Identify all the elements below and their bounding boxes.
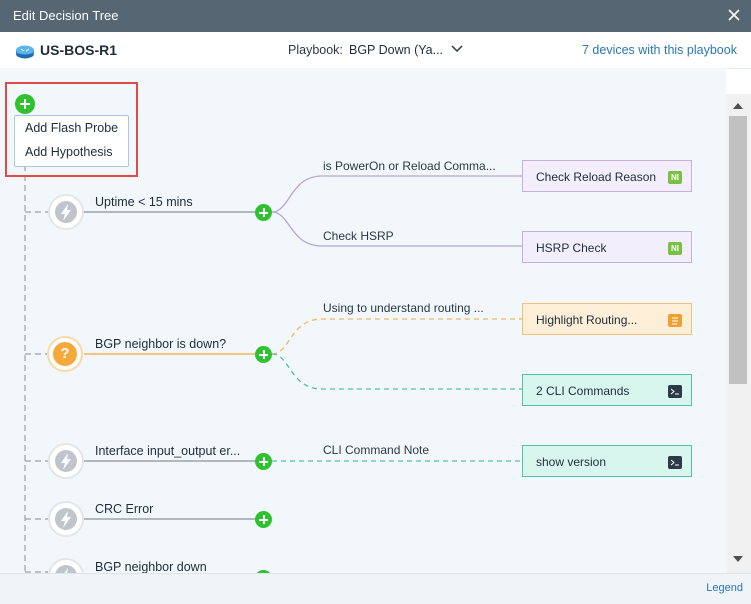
scroll-up-arrow[interactable]: [733, 103, 743, 109]
scrollbar-thumb[interactable]: [729, 116, 747, 384]
flash-probe-node[interactable]: [48, 443, 84, 479]
add-node-popup-menu: Add Flash Probe Add Hypothesis: [14, 115, 129, 167]
add-branch-button[interactable]: [255, 346, 272, 363]
devices-with-playbook-link[interactable]: 7 devices with this playbook: [582, 43, 737, 57]
node-label: Uptime < 15 mins: [95, 195, 193, 209]
action-card-show-version[interactable]: show version: [522, 445, 692, 477]
highlight-box: [5, 82, 138, 177]
lightning-icon: [64, 568, 68, 573]
edge-label: is PowerOn or Reload Comma...: [323, 159, 496, 173]
terminal-icon: [668, 385, 682, 398]
node-label: BGP neighbor down: [95, 560, 207, 573]
terminal-icon: [668, 456, 682, 469]
question-icon: ?: [60, 345, 70, 362]
dialog-title: Edit Decision Tree: [13, 8, 119, 23]
lightning-icon: [61, 204, 71, 221]
action-card-highlight-routing[interactable]: Highlight Routing...: [522, 303, 692, 335]
action-card-label: Highlight Routing...: [536, 313, 638, 327]
decision-tree-canvas: Uptime < 15 mins ? BGP neighbor is down?…: [0, 68, 726, 573]
edge-label: Check HSRP: [323, 229, 394, 243]
add-branch-button[interactable]: [255, 204, 272, 221]
playbook-label: Playbook:: [288, 43, 343, 57]
add-node-button[interactable]: [15, 94, 35, 114]
add-branch-button[interactable]: [255, 453, 272, 470]
node-label: CRC Error: [95, 502, 154, 516]
note-icon: [668, 314, 682, 327]
ni-badge: NI: [668, 242, 682, 255]
router-icon: [16, 45, 34, 59]
chevron-down-icon[interactable]: [451, 45, 463, 53]
close-icon[interactable]: [726, 7, 742, 23]
flash-probe-node[interactable]: [48, 194, 84, 230]
action-card-2-cli-commands[interactable]: 2 CLI Commands: [522, 374, 692, 406]
dialog-footer: Legend: [0, 573, 751, 604]
lightning-icon: [61, 453, 71, 470]
lightning-icon: [61, 511, 71, 528]
menu-item-add-flash-probe[interactable]: Add Flash Probe: [25, 121, 119, 135]
add-branch-button[interactable]: [255, 570, 272, 573]
action-card-label: show version: [536, 455, 607, 469]
action-card-hsrp-check[interactable]: HSRP Check NI: [522, 231, 692, 263]
edge-label: Using to understand routing ...: [323, 301, 484, 315]
hypothesis-node[interactable]: ?: [47, 336, 83, 372]
ni-badge: NI: [668, 171, 682, 184]
playbook-select[interactable]: BGP Down (Ya...: [349, 43, 444, 57]
flash-probe-node[interactable]: [48, 501, 84, 537]
node-label: BGP neighbor is down?: [95, 337, 227, 351]
vertical-scrollbar[interactable]: [726, 94, 751, 573]
legend-link[interactable]: Legend: [706, 582, 743, 594]
dialog-title-bar: Edit Decision Tree: [0, 0, 751, 32]
action-card-label: 2 CLI Commands: [536, 384, 630, 398]
edge-label: CLI Command Note: [323, 443, 430, 457]
action-card-label: Check Reload Reason: [536, 170, 657, 184]
node-label: Interface input_output er...: [95, 444, 241, 458]
add-branch-button[interactable]: [255, 511, 272, 528]
flash-probe-node[interactable]: [48, 558, 84, 573]
action-card-check-reload-reason[interactable]: Check Reload Reason NI: [522, 160, 692, 192]
scroll-down-arrow[interactable]: [733, 556, 743, 562]
menu-item-add-hypothesis[interactable]: Add Hypothesis: [25, 145, 113, 159]
tree-connectors: [24, 105, 522, 573]
device-name: US-BOS-R1: [40, 42, 118, 58]
action-card-label: HSRP Check: [536, 241, 607, 255]
